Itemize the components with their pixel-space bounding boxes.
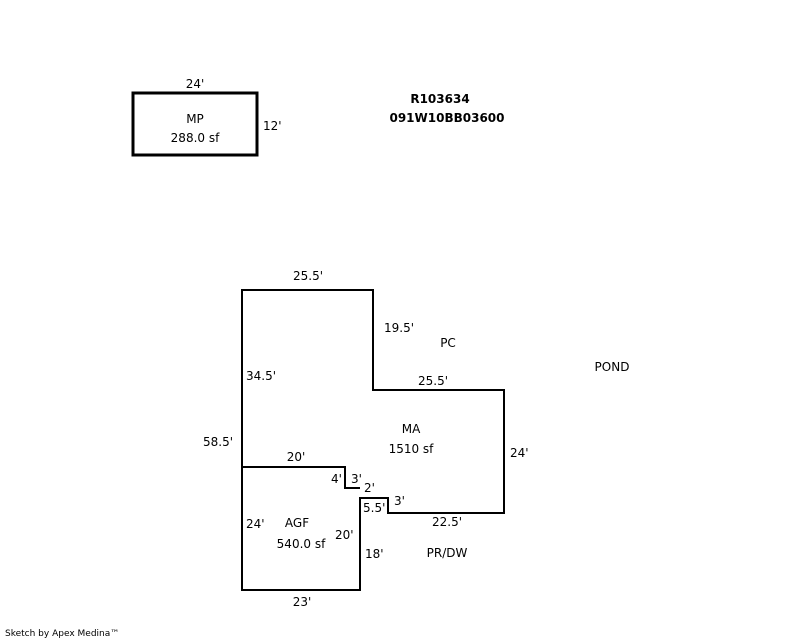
agf-label: AGF xyxy=(285,516,309,530)
ma-step-3b: 3' xyxy=(394,494,405,508)
ma-left-total-dim: 58.5' xyxy=(203,435,233,449)
agf-bottom-dim: 23' xyxy=(293,595,312,609)
ma-step-2: 2' xyxy=(364,481,375,495)
pond-label: POND xyxy=(595,360,630,374)
ma-right-dim: 24' xyxy=(510,446,529,460)
agf-notch-dim: 4' xyxy=(331,472,342,486)
ma-step-5-5: 5.5' xyxy=(363,501,385,515)
ma-pc-dim: 19.5' xyxy=(384,321,414,335)
agf-right-inner-dim: 20' xyxy=(335,528,354,542)
pc-label: PC xyxy=(440,336,456,350)
mp-outline xyxy=(131,91,259,157)
ma-label: MA xyxy=(402,422,421,436)
map-number: 091W10BB03600 xyxy=(389,111,504,125)
footer-credit: Sketch by Apex Medina™ xyxy=(5,629,119,639)
mp-area: 288.0 sf xyxy=(171,131,220,145)
agf-right-lower-dim: 18' xyxy=(365,547,384,561)
mp-width: 24' xyxy=(186,77,205,91)
ma-step-3a: 3' xyxy=(351,472,362,486)
ma-top-dim: 25.5' xyxy=(293,269,323,283)
agf-area: 540.0 sf xyxy=(277,537,326,551)
ma-area: 1510 sf xyxy=(389,442,435,456)
parcel-id: R103634 xyxy=(410,92,469,106)
agf-outline xyxy=(242,466,360,489)
mp-depth: 12' xyxy=(263,119,282,133)
ma-mid-dim: 25.5' xyxy=(418,374,448,388)
agf-top-dim: 20' xyxy=(287,450,306,464)
ma-bottom-dim: 22.5' xyxy=(432,515,462,529)
agf-left-dim: 24' xyxy=(246,517,265,531)
prdw-label: PR/DW xyxy=(427,546,468,560)
ma-left-upper-dim: 34.5' xyxy=(246,369,276,383)
ma-outline xyxy=(241,289,505,591)
mp-label: MP xyxy=(186,112,204,126)
